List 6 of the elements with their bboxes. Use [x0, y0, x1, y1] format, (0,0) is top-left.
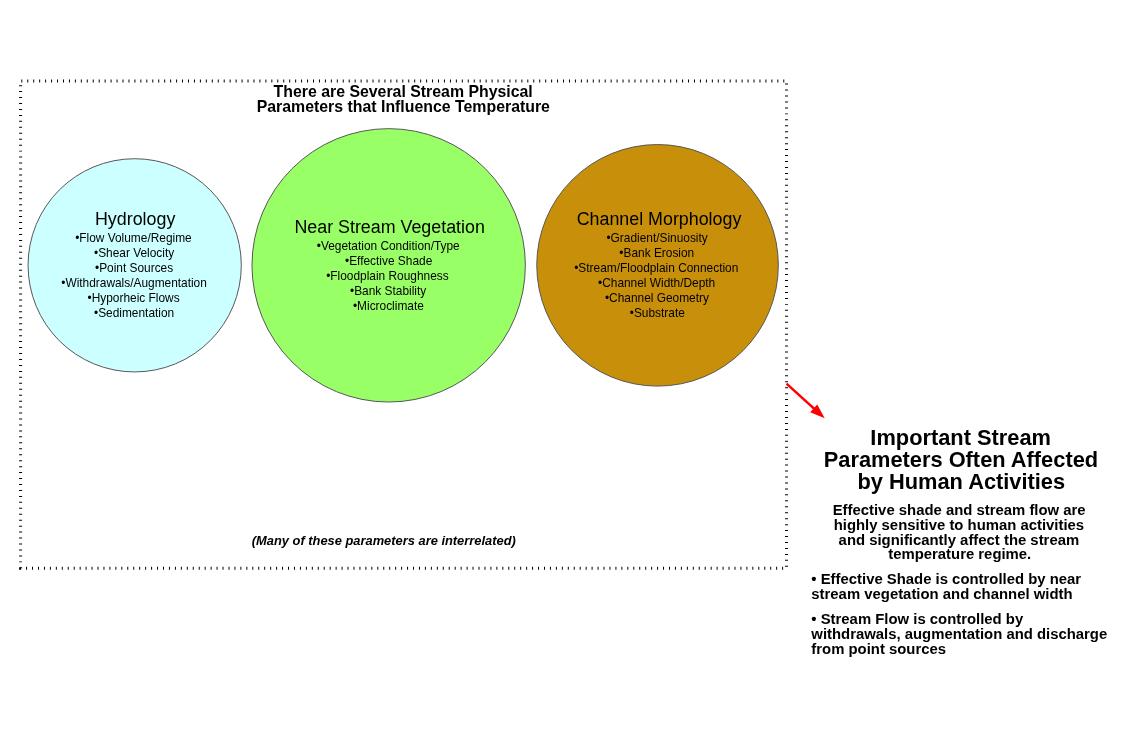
node-text: Important Stream Parameters Often Affected by Human Activities Effective shade and stream flow are highly sensitive to human activities and significantly affect the stream temperature regime. • Effective Shade is controlled by near stream vegetation and channel width • Stream Flow is controlled by withdrawals, augmentation and discharge from point sources — [811, 424, 1108, 657]
arrow — [785, 382, 825, 419]
node-circle: Channel Morphology •Gradient/Sinuosity •Bank Erosion •Stream/Floodplain Connection •Channel Width/Depth •Channel Geometry •Substrate — [536, 144, 779, 387]
node-circle: Near Stream Vegetation •Vegetation Condition/Type •Effective Shade •Floodplain Roughness •Bank Stability •Microclimate — [251, 128, 526, 403]
label: (Many of these parameters are interrelated) — [251, 532, 516, 548]
node-circle: Hydrology •Flow Volume/Regime •Shear Velocity •Point Sources •Withdrawals/Augmentation •Hyporheic Flows •Sedimentation — [27, 158, 242, 373]
